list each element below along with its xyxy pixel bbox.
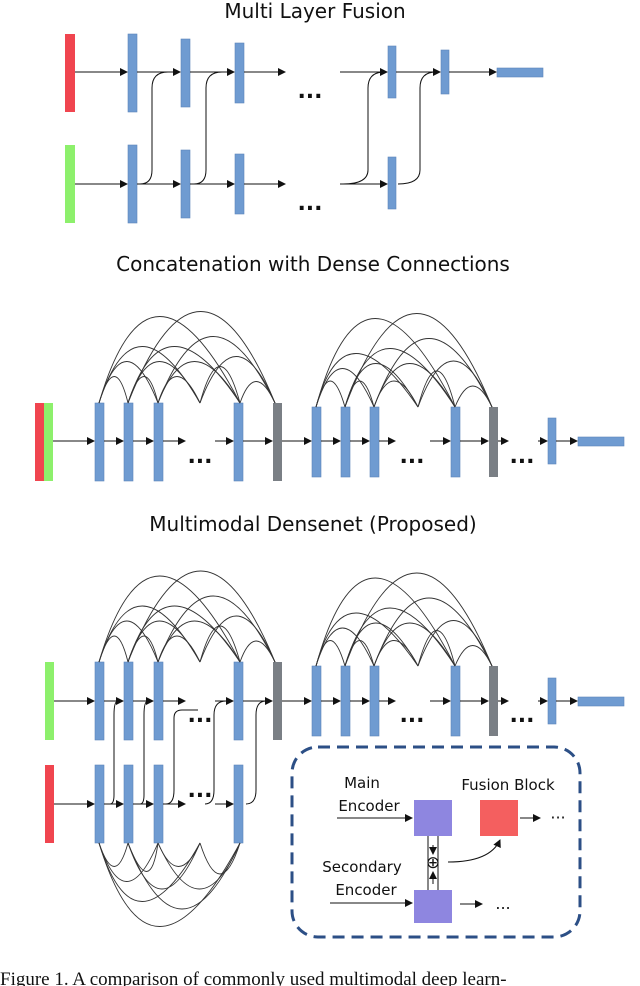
top-block-4	[387, 45, 397, 99]
ellipsis-2: ...	[399, 444, 424, 469]
secondary-block-3	[153, 764, 164, 844]
secondary-block-1	[94, 764, 105, 844]
main-block-4	[233, 661, 244, 741]
dense-block-2	[123, 402, 134, 482]
ellipsis-top: ...	[297, 79, 322, 104]
secondary-block-2	[123, 764, 134, 844]
secondary-ellipsis: ...	[495, 894, 510, 913]
ellipsis-main-2: ...	[399, 703, 424, 728]
bottom-block-3	[234, 153, 245, 215]
secondary-block-4	[233, 764, 244, 844]
fusion-block-red	[480, 800, 518, 836]
dense-output-bar	[577, 436, 625, 447]
main-output-bar	[577, 696, 625, 707]
ellipsis-secondary: ...	[187, 778, 212, 803]
main-block-5	[311, 665, 322, 737]
main-block-3	[153, 661, 164, 741]
title-concat-dense: Concatenation with Dense Connections	[116, 252, 510, 276]
ellipsis-3: ...	[509, 444, 534, 469]
multimodal-densenet-section: ... ... ... ...	[45, 570, 625, 927]
dense-block-4	[233, 402, 244, 482]
inset-dashed-border	[290, 745, 582, 939]
ellipsis-main-1: ...	[187, 703, 212, 728]
ellipsis-bottom: ...	[297, 191, 322, 216]
red-input-bar	[35, 403, 44, 481]
dense-block-5	[311, 406, 322, 478]
fusion-block-inset: Main Encoder Fusion Block ··· ⊕ Secondar…	[290, 745, 582, 939]
dense-block-7	[369, 406, 380, 478]
main-block-9	[547, 677, 557, 725]
dense-block-1	[94, 402, 105, 482]
main-block-2	[123, 661, 134, 741]
ellipsis-1: ...	[187, 444, 212, 469]
green-input-bar	[44, 403, 53, 481]
top-block-3	[234, 42, 245, 104]
title-multimodal-densenet: Multimodal Densenet (Proposed)	[149, 512, 476, 536]
main-block-6	[340, 665, 351, 737]
red-input-bar	[45, 765, 54, 843]
dense-block-3	[153, 402, 164, 482]
figure-caption: Figure 1. A comparison of commonly used …	[0, 969, 507, 986]
concat-dense-section: ... ... ...	[35, 311, 625, 482]
secondary-encoder-label: Secondary	[322, 858, 402, 876]
bottom-block-1	[127, 144, 138, 224]
fusion-block-label: Fusion Block	[461, 776, 555, 794]
main-block-8	[450, 665, 461, 737]
main-block-1	[94, 661, 105, 741]
secondary-encoder-block	[414, 890, 452, 923]
secondary-encoder-label-2: Encoder	[335, 881, 397, 899]
green-input-bar	[65, 145, 75, 223]
transition-block-1	[273, 403, 282, 481]
multi-layer-fusion-section: ... ...	[65, 33, 544, 224]
bottom-block-4	[387, 156, 397, 210]
top-block-5	[440, 49, 450, 95]
transition-block-1	[273, 662, 282, 740]
top-block-1	[127, 33, 138, 113]
plus-symbol: ⊕	[426, 853, 440, 873]
main-block-7	[369, 665, 380, 737]
fusion-ellipsis: ···	[550, 808, 565, 827]
dense-block-8	[450, 406, 461, 478]
green-input-bar	[45, 662, 54, 740]
red-input-bar	[65, 34, 75, 112]
top-output-bar	[496, 67, 544, 78]
title-multi-layer-fusion: Multi Layer Fusion	[224, 0, 405, 23]
dense-block-9	[547, 417, 557, 465]
main-encoder-label: Main	[344, 774, 380, 792]
ellipsis-main-3: ...	[509, 703, 534, 728]
bottom-block-2	[180, 149, 191, 219]
top-block-2	[180, 38, 191, 108]
transition-block-2	[489, 407, 498, 477]
dense-block-6	[340, 406, 351, 478]
transition-block-2	[489, 666, 498, 736]
main-encoder-label-2: Encoder	[338, 797, 400, 815]
main-encoder-block	[414, 800, 452, 836]
